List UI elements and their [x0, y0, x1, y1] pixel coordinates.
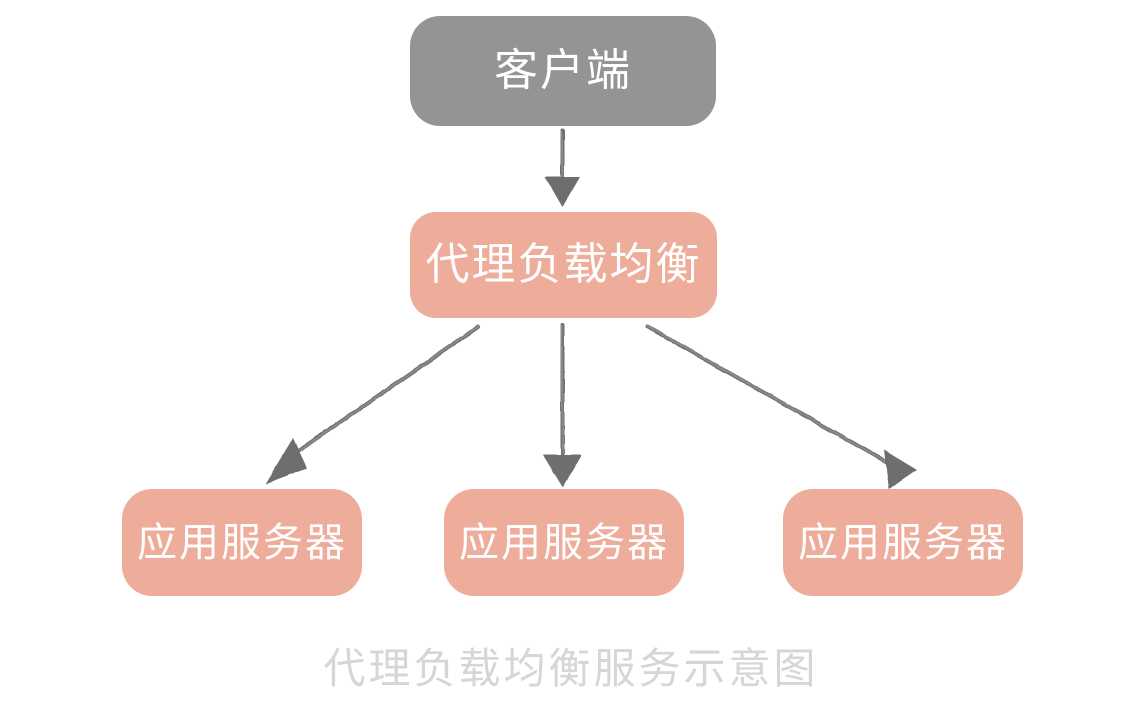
- node-app-server-2-label: 应用服务器: [459, 519, 669, 566]
- node-client[interactable]: 客户端: [410, 16, 716, 126]
- edge-proxy-to-app1: [265, 325, 480, 484]
- node-proxy-load-balancer[interactable]: 代理负载均衡: [410, 212, 717, 318]
- node-app-server-2[interactable]: 应用服务器: [444, 489, 684, 596]
- diagram-caption: 代理负载均衡服务示意图: [323, 644, 819, 693]
- node-app-server-3[interactable]: 应用服务器: [783, 489, 1023, 596]
- edge-proxy-to-app3: [646, 325, 917, 489]
- edge-client-to-proxy: [545, 129, 580, 207]
- node-client-label: 客户端: [494, 45, 632, 96]
- node-app-server-1[interactable]: 应用服务器: [122, 489, 362, 596]
- node-app-server-1-label: 应用服务器: [137, 519, 347, 566]
- edge-proxy-to-app2: [543, 323, 582, 487]
- node-app-server-3-label: 应用服务器: [798, 519, 1008, 566]
- node-proxy-label: 代理负载均衡: [425, 239, 702, 290]
